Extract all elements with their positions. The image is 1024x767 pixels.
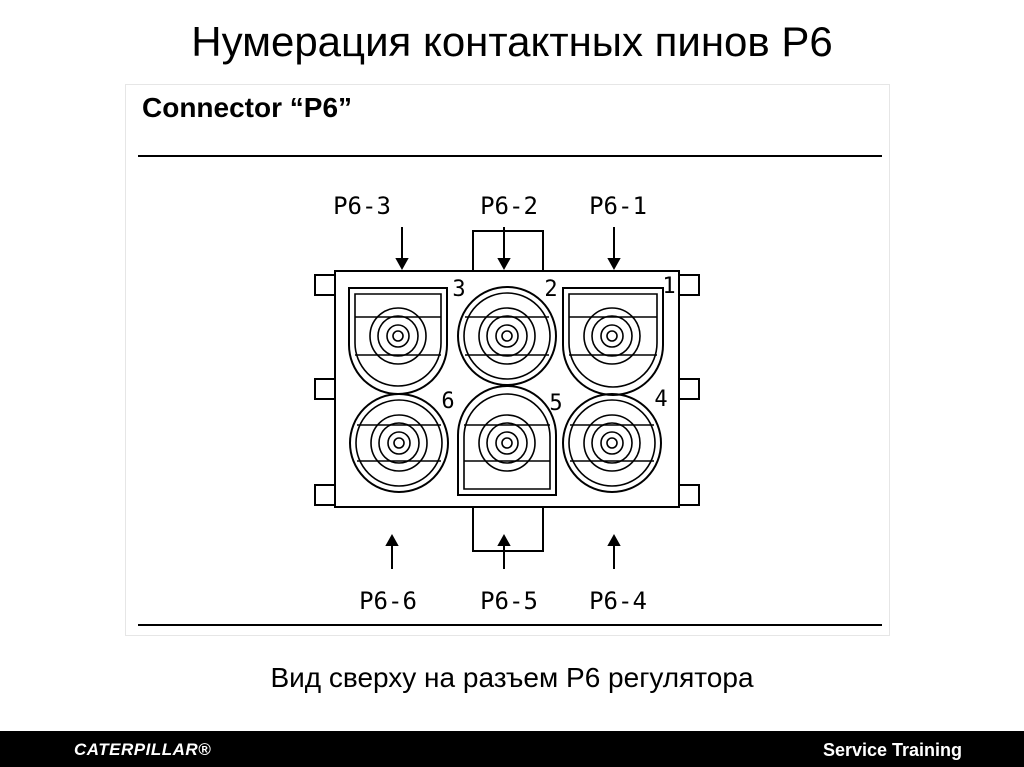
connector-drawing: Connector “P6” P6-3 P6-2 P6-1 (138, 92, 882, 626)
label-p6-1: P6-1 (589, 192, 647, 220)
pin-5-cavity (457, 385, 557, 496)
pin-6-cavity (349, 393, 449, 493)
pin-number-6: 6 (441, 389, 454, 414)
pin-number-5: 5 (549, 391, 562, 416)
pin-number-1: 1 (662, 274, 675, 299)
connector-heading: Connector “P6” (142, 92, 352, 123)
pin-cavities (348, 286, 664, 496)
pin-3-cavity (348, 287, 448, 395)
top-arrows (395, 227, 621, 271)
connector-diagram: Connector “P6” P6-3 P6-2 P6-1 (125, 84, 890, 636)
bottom-arrows (385, 533, 621, 569)
pin-4-cavity (562, 393, 662, 493)
pin-2-cavity (457, 286, 557, 386)
pin-number-2: 2 (544, 277, 557, 302)
pin-number-4: 4 (654, 387, 667, 412)
label-p6-6: P6-6 (359, 587, 417, 615)
label-p6-2: P6-2 (480, 192, 538, 220)
service-training-label: Service Training (822, 740, 962, 760)
diagram-caption: Вид сверху на разъем P6 регулятора (270, 662, 754, 693)
footer-bar: CATERPILLAR® Service Training (0, 731, 1024, 767)
label-p6-4: P6-4 (589, 587, 647, 615)
label-p6-5: P6-5 (480, 587, 538, 615)
slide-title: Нумерация контактных пинов P6 (191, 18, 833, 65)
connector-housing (314, 230, 700, 552)
label-p6-3: P6-3 (333, 192, 391, 220)
caterpillar-logo: CATERPILLAR® (74, 740, 212, 759)
pin-number-3: 3 (452, 277, 465, 302)
pin-1-cavity (562, 287, 664, 396)
